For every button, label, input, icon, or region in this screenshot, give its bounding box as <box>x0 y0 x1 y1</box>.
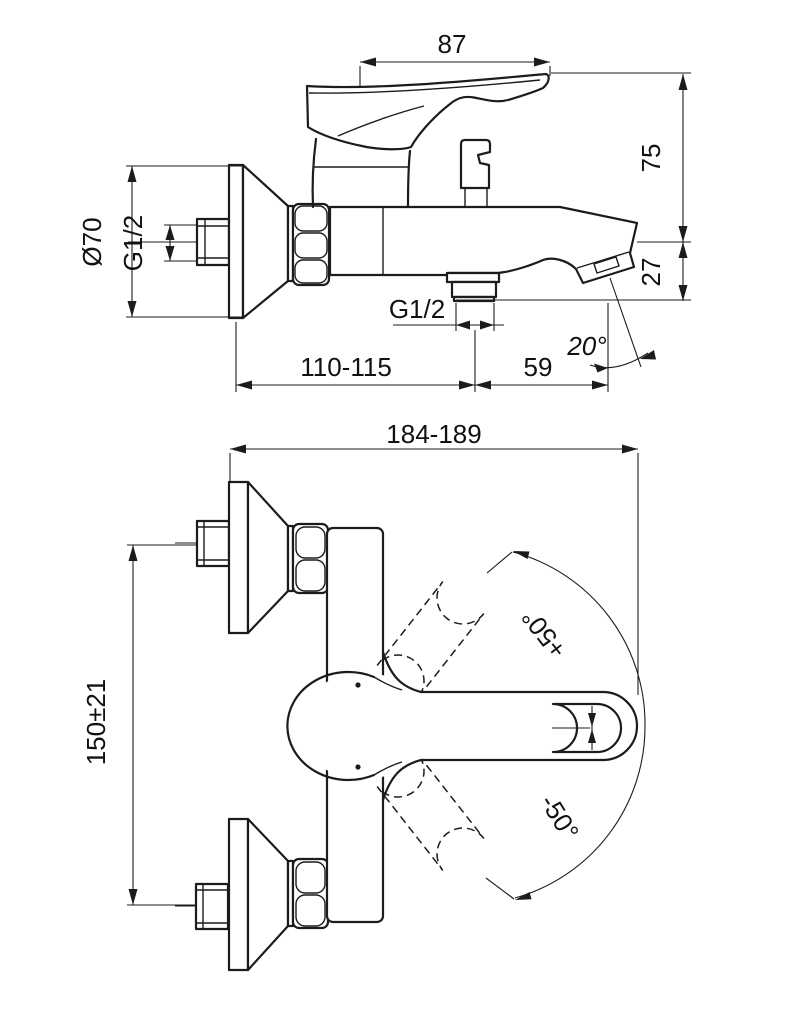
plan-handle-swing-ghosts <box>376 581 485 871</box>
dim-150-label: 150±21 <box>81 679 111 766</box>
plan-view: +50° -50° 184-189 150±21 <box>81 419 646 972</box>
dim-110-115-label: 110-115 <box>300 352 392 382</box>
dim-184-189: 184-189 <box>229 419 639 695</box>
dim-g12-outlet: G1/2 <box>389 294 504 331</box>
dim-plus50-label: +50° <box>515 603 572 664</box>
dim-27-label: 27 <box>636 258 666 287</box>
dim-110-115-59: 110-115 59 <box>235 303 609 392</box>
dim-87: 87 <box>359 29 551 88</box>
side-view: 87 75 27 Ø70 G1/2 <box>77 29 691 392</box>
dim-20deg: 20° <box>566 277 656 373</box>
side-diverter-knob <box>459 138 492 207</box>
dim-184-189-label: 184-189 <box>386 419 481 449</box>
handle-slot <box>551 702 623 754</box>
side-cartridge-neck <box>311 137 412 209</box>
side-union-nut <box>291 202 331 287</box>
dim-87-label: 87 <box>438 29 467 59</box>
side-shower-outlet <box>445 271 501 303</box>
plan-upper-flange <box>175 480 330 635</box>
dim-75-27: 75 27 <box>456 72 691 301</box>
side-wall-flange <box>227 163 295 320</box>
dim-dia70: Ø70 <box>77 165 243 318</box>
dim-20deg-label: 20° <box>566 331 606 361</box>
dim-150: 150±21 <box>81 544 198 906</box>
dim-minus50-label: -50° <box>534 789 585 846</box>
dim-dia70-label: Ø70 <box>77 217 107 266</box>
dim-75-label: 75 <box>636 144 666 173</box>
dim-g12-inlet: G1/2 <box>118 215 197 271</box>
side-body-spout <box>328 205 639 285</box>
plan-lower-flange <box>175 817 330 972</box>
handle-accent-line <box>337 105 425 137</box>
side-lever-handle <box>305 72 550 151</box>
dim-59-label: 59 <box>524 352 553 382</box>
dim-g12-inlet-label: G1/2 <box>118 215 148 271</box>
aerator-detail <box>593 256 620 274</box>
dim-g12-outlet-label: G1/2 <box>389 294 445 324</box>
plan-handle <box>286 650 639 802</box>
